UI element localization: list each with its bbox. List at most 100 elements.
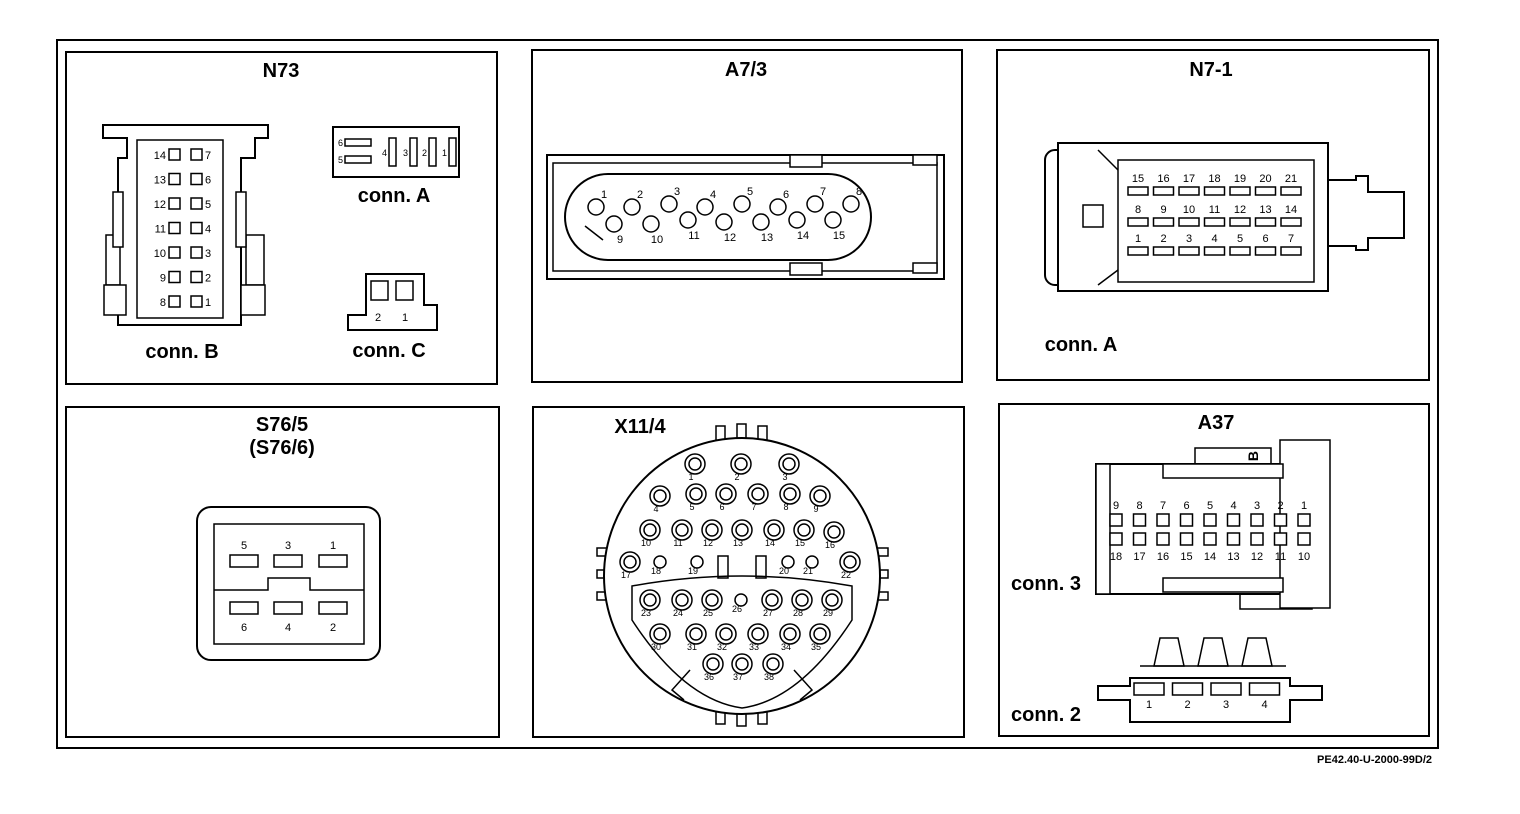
a37-conn3-pin-label: 3: [1254, 500, 1260, 512]
n73-conn-b-label: conn. B: [145, 341, 218, 363]
s765-connector-housing: [196, 506, 381, 661]
x114-pin-inner: [735, 523, 749, 537]
a37-conn3-pin-label: 2: [1277, 500, 1283, 512]
a37-conn3-pin: [1179, 513, 1194, 527]
a37-conn2-label: conn. 2: [1011, 704, 1081, 726]
x114-pin-label: 2: [734, 472, 739, 482]
x114-pin-label: 24: [673, 608, 683, 618]
x114-pin-label: 8: [783, 502, 788, 512]
n71-pin-label: 10: [1183, 204, 1195, 216]
x114-pin-inner: [751, 627, 765, 641]
document-code: PE42.40-U-2000-99D/2: [1317, 754, 1432, 766]
n73-conn-c-housing: [347, 273, 438, 331]
n71-pin: [1203, 186, 1226, 196]
x114-pin: [671, 589, 693, 611]
panel-n71-frame: [996, 49, 1430, 381]
a73-pin-label: 14: [797, 230, 809, 242]
x114-pin-inner: [719, 627, 733, 641]
a37-conn2-pin: [1171, 682, 1204, 696]
a73-pin: [587, 198, 605, 216]
n73-conn-b-pin: [168, 197, 181, 210]
x114-pin-inner: [623, 555, 637, 569]
a73-pin: [769, 198, 787, 216]
x114-pin-label: 15: [795, 538, 805, 548]
outer-frame: [56, 39, 1439, 749]
n71-pin: [1280, 246, 1302, 256]
x114-pin-inner: [643, 593, 657, 607]
a37-conn3-pin-label: 17: [1133, 551, 1145, 563]
n73-conn-c-pin: [370, 280, 389, 301]
a37-conn2-pin-label: 1: [1146, 699, 1152, 711]
n71-pin-label: 3: [1186, 233, 1192, 245]
x114-pin: [701, 519, 723, 541]
x114-pin-label: 32: [717, 642, 727, 652]
n73-conn-a-pin-label: 1: [442, 148, 447, 158]
s765-pin-label: 6: [241, 622, 247, 634]
n71-pin: [1127, 217, 1149, 227]
n73-conn-c-pin: [395, 280, 414, 301]
a37-conn3-pin-label: 1: [1301, 500, 1307, 512]
panel-a37-frame: [998, 403, 1430, 737]
n71-pin-label: 16: [1157, 173, 1169, 185]
x114-pin-label: 16: [825, 540, 835, 550]
a73-pin-label: 3: [674, 186, 680, 198]
n71-pin-label: 18: [1208, 173, 1220, 185]
n71-pin-label: 5: [1237, 233, 1243, 245]
s765-pin: [229, 554, 259, 568]
panel-a73-frame: [531, 49, 963, 383]
a73-pin: [605, 215, 623, 233]
a37-conn3-pin: [1109, 513, 1123, 527]
x114-pin-inner: [767, 523, 781, 537]
x114-pin: [809, 623, 831, 645]
n71-pin: [1127, 246, 1149, 256]
x114-pin-label: 35: [811, 642, 821, 652]
a73-pin-label: 7: [820, 186, 826, 198]
x114-pin: [690, 555, 704, 569]
x114-pin-inner: [734, 457, 748, 471]
x114-pin-inner: [688, 457, 702, 471]
x114-pin-label: 6: [719, 502, 724, 512]
x114-pin-label: 17: [621, 570, 631, 580]
n71-pin-label: 21: [1285, 173, 1297, 185]
x114-pin-inner: [735, 657, 749, 671]
a37-key-letter: B: [1245, 451, 1261, 461]
n73-conn-a-pin-label: 5: [338, 155, 343, 165]
n73-conn-b-pin: [190, 295, 203, 308]
a37-conn3-pin-label: 12: [1251, 551, 1263, 563]
a73-pin: [752, 213, 770, 231]
a37-conn2-pin: [1133, 682, 1165, 696]
n73-conn-a-pin: [344, 138, 372, 147]
x114-pin-label: 31: [687, 642, 697, 652]
x114-pin-inner: [783, 487, 797, 501]
a37-conn3-pin-label: 4: [1230, 500, 1236, 512]
n73-conn-b-pin-label: 10: [154, 248, 166, 260]
a73-pin: [660, 195, 678, 213]
panel-s765-frame: [65, 406, 500, 738]
a73-pin-label: 1: [601, 189, 607, 201]
panel-a73-title: A7/3: [725, 59, 767, 81]
a73-pin-label: 2: [637, 189, 643, 201]
a37-conn3-pin: [1203, 513, 1217, 527]
x114-pin-inner: [689, 487, 703, 501]
a37-conn3-pin-label: 13: [1227, 551, 1239, 563]
n71-pin: [1254, 217, 1277, 227]
x114-pin-inner: [782, 457, 796, 471]
n71-pin-label: 8: [1135, 204, 1141, 216]
x114-pin-inner: [675, 523, 689, 537]
a73-pin-label: 12: [724, 232, 736, 244]
n71-pin: [1203, 246, 1226, 256]
n71-pin: [1152, 186, 1175, 196]
x114-connector-housing: [596, 423, 889, 727]
n71-pin: [1229, 246, 1251, 256]
a73-pin: [679, 211, 697, 229]
n71-pin-label: 17: [1183, 173, 1195, 185]
n73-conn-b-pin: [168, 148, 181, 161]
x114-pin-inner: [797, 523, 811, 537]
a73-pin-label: 6: [783, 189, 789, 201]
n73-conn-a-pin-label: 6: [338, 138, 343, 148]
x114-pin-label: 19: [688, 566, 698, 576]
